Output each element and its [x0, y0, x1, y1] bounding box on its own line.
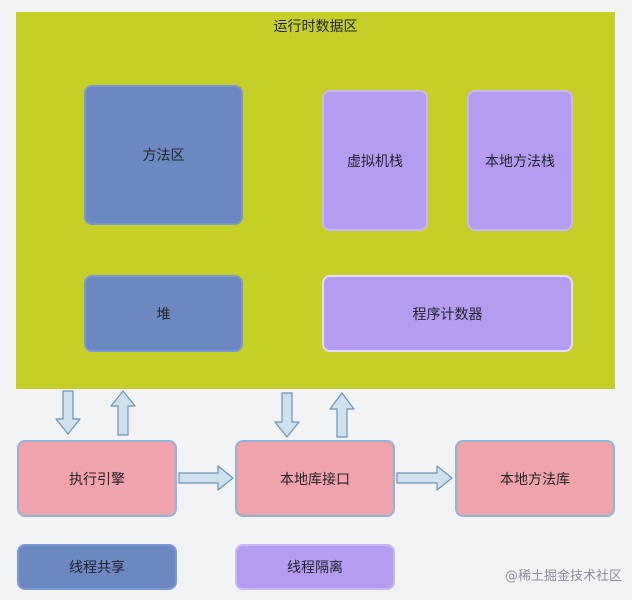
arrow-up-engine-to-runtime [110, 390, 136, 436]
vm-stack-box: 虚拟机栈 [322, 90, 428, 231]
legend-shared: 线程共享 [17, 544, 177, 590]
arrow-down-runtime-to-interface [274, 392, 300, 438]
method-area-box: 方法区 [84, 85, 243, 225]
runtime-data-area-title: 运行时数据区 [273, 19, 358, 35]
arrow-down-runtime-to-engine [55, 390, 81, 435]
native-interface-box: 本地库接口 [235, 440, 395, 517]
execution-engine-box: 执行引擎 [17, 440, 177, 517]
arrow-up-interface-to-runtime [329, 392, 355, 438]
arrow-right-engine-to-interface [178, 465, 234, 491]
watermark: @稀土掘金技术社区 [504, 569, 622, 584]
program-counter-box: 程序计数器 [322, 275, 573, 352]
arrow-right-interface-to-library [396, 465, 453, 491]
native-method-stack-box: 本地方法栈 [467, 90, 573, 231]
heap-box: 堆 [84, 275, 243, 352]
native-method-library-box: 本地方法库 [455, 440, 615, 517]
legend-isolated: 线程隔离 [235, 544, 395, 590]
